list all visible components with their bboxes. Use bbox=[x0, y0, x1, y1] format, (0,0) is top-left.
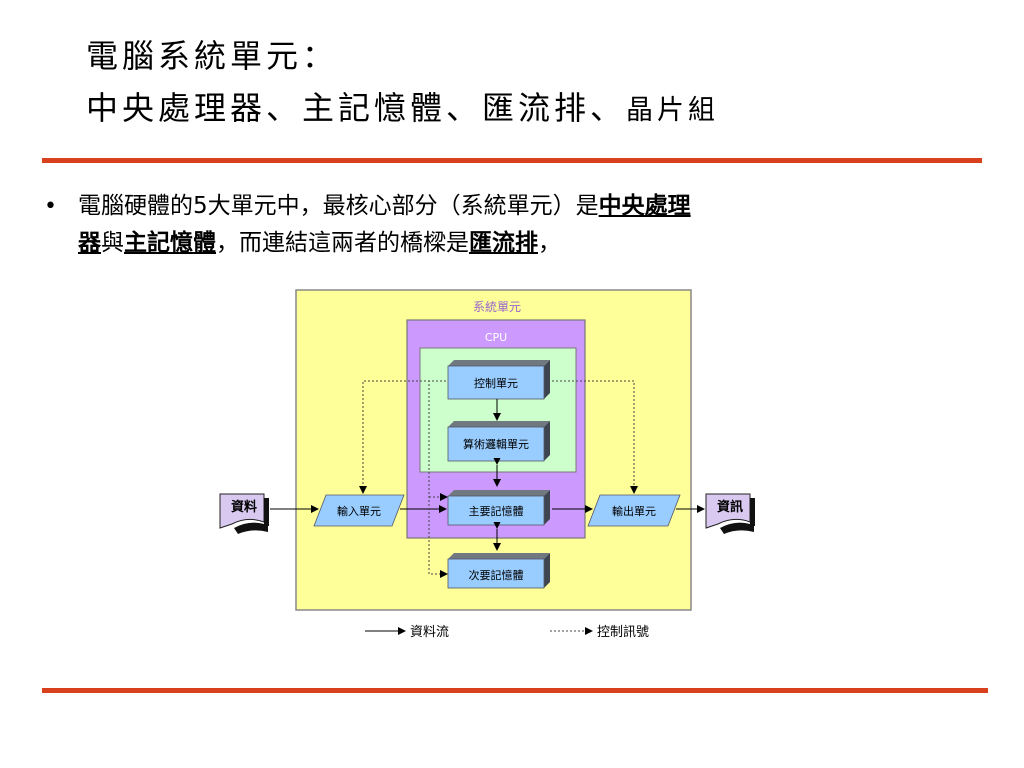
control-unit-label: 控制單元 bbox=[474, 376, 518, 390]
alu-label: 算術邏輯單元 bbox=[463, 437, 529, 451]
alu-box: 算術邏輯單元 bbox=[447, 421, 550, 462]
info-document-icon: 資訊 bbox=[705, 493, 755, 534]
output-unit-box: 輸出單元 bbox=[587, 494, 681, 527]
system-unit-label: 系統單元 bbox=[473, 300, 521, 314]
cpu-label: CPU bbox=[485, 331, 507, 344]
cpu-term-end: 器 bbox=[78, 230, 101, 256]
bullet-paragraph: •電腦硬體的5大單元中，最核心部分（系統單元）是中央處理 器與主記憶體，而連結這… bbox=[44, 188, 989, 262]
input-unit-label: 輸入單元 bbox=[337, 504, 381, 518]
secondary-memory-box: 次要記憶體 bbox=[447, 553, 550, 589]
bus-term: 匯流排 bbox=[469, 230, 538, 256]
data-document-label: 資料 bbox=[231, 499, 257, 515]
control-signal-arrowheads bbox=[359, 486, 638, 578]
top-divider bbox=[42, 158, 982, 163]
legend-control-signal-label: 控制訊號 bbox=[597, 625, 649, 640]
input-unit-box: 輸入單元 bbox=[313, 494, 405, 527]
cpu-term: 中央處理 bbox=[598, 193, 691, 219]
info-document-label: 資訊 bbox=[717, 499, 743, 515]
main-memory-label: 主要記憶體 bbox=[469, 504, 524, 518]
legend-control-signal-arrow bbox=[585, 627, 593, 635]
output-unit-label: 輸出單元 bbox=[612, 504, 656, 518]
legend: 資料流 控制訊號 bbox=[365, 625, 649, 640]
bullet-dot: • bbox=[44, 194, 57, 219]
data-document-icon: 資料 bbox=[219, 493, 269, 534]
control-unit-box: 控制單元 bbox=[447, 360, 550, 400]
data-flow-arrows bbox=[270, 399, 705, 551]
title-line-2: 中央處理器、主記憶體、匯流排、晶片組 bbox=[86, 89, 720, 127]
slide-title: 電腦系統單元： 中央處理器、主記憶體、匯流排、晶片組 bbox=[86, 30, 719, 137]
memory-term: 主記憶體 bbox=[124, 230, 216, 256]
title-line-1: 電腦系統單元： bbox=[86, 37, 339, 75]
secondary-memory-label: 次要記憶體 bbox=[469, 568, 524, 582]
legend-data-flow-label: 資料流 bbox=[410, 625, 449, 640]
main-memory-box: 主要記憶體 bbox=[447, 490, 550, 526]
bottom-divider bbox=[42, 688, 988, 693]
